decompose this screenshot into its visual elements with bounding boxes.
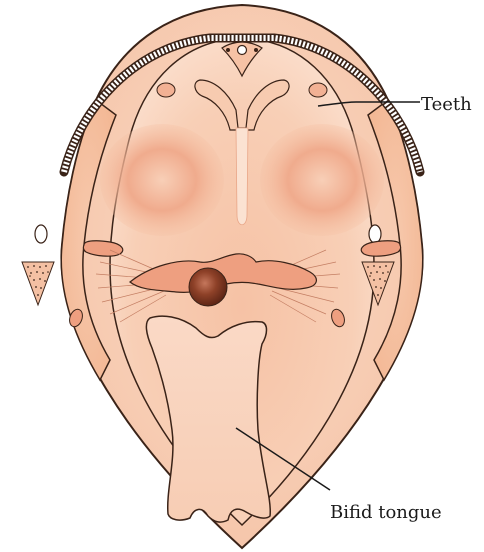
left-eye-mark <box>35 225 47 243</box>
bifid-tongue-label: Bifid tongue <box>330 504 442 522</box>
right-palatal-pad <box>260 124 384 236</box>
teeth-label: Teeth <box>421 96 472 114</box>
midline-ridge <box>236 128 248 225</box>
snout-pit <box>238 46 247 55</box>
right-eye-mark <box>369 225 381 243</box>
left-stipple-wedge <box>22 262 54 305</box>
snout-dot-left <box>226 48 230 52</box>
right-palatal-marking <box>309 83 327 97</box>
left-palatal-pad <box>100 124 224 236</box>
left-palatal-marking <box>157 83 175 97</box>
snout-dot-right <box>254 48 258 52</box>
glottis <box>189 268 227 306</box>
